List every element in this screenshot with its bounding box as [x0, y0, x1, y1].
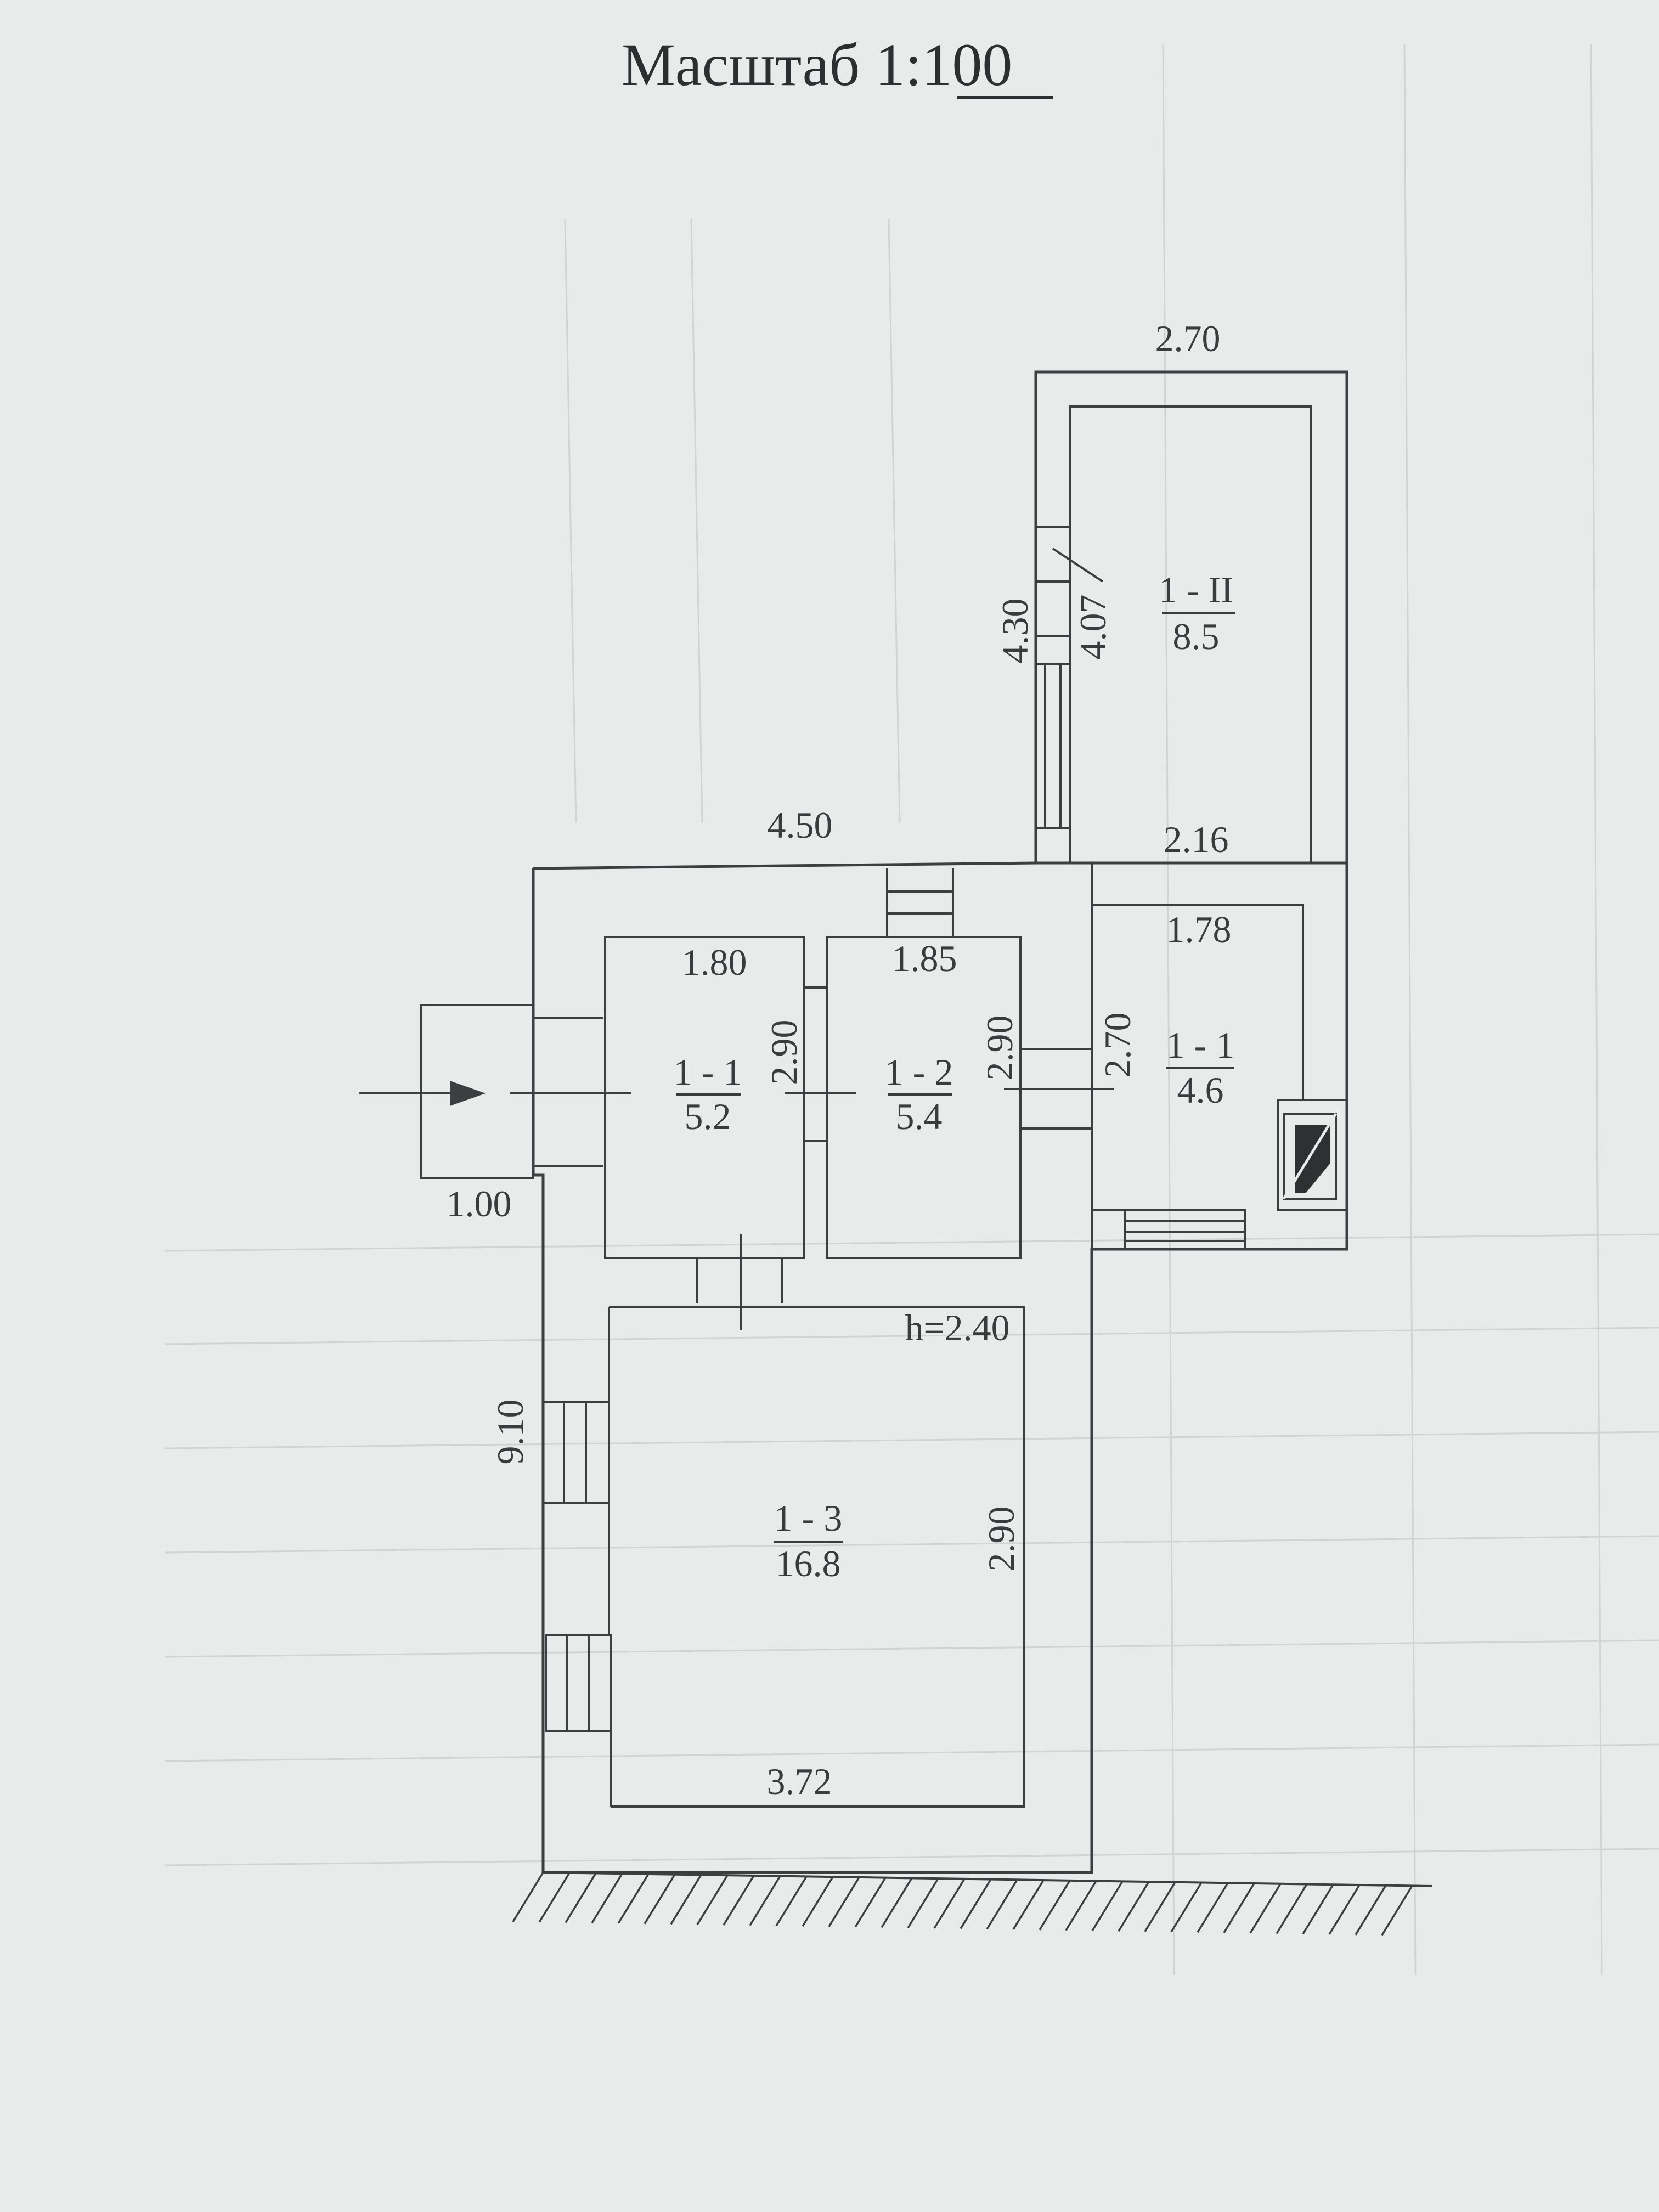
hatch-stroke — [1144, 1881, 1176, 1932]
room-1-2-area: 5.4 — [896, 1096, 943, 1137]
hatch-stroke — [591, 1873, 623, 1924]
hatch-stroke — [538, 1872, 571, 1923]
hatch-stroke — [986, 1879, 1018, 1930]
hatch-stroke — [1012, 1880, 1045, 1930]
scale-title: Масштаб 1:100 — [622, 31, 1012, 98]
room-1-3-area: 16.8 — [776, 1543, 841, 1584]
hatch-stroke — [1091, 1881, 1124, 1932]
annex-window — [1036, 526, 1104, 830]
background-grid — [164, 43, 1659, 1976]
dim-annex-width: 2.70 — [1155, 318, 1221, 359]
room-1-1-right-area: 4.6 — [1177, 1069, 1224, 1111]
dim-room-1-2-width: 1.85 — [892, 938, 957, 979]
dim-annex-inner-width: 2.16 — [1164, 819, 1229, 860]
hatch-stroke — [1197, 1882, 1229, 1933]
dim-room-1-1-right-width: 1.78 — [1166, 909, 1232, 950]
hatch-stroke — [1328, 1884, 1361, 1935]
dim-porch-width: 1.00 — [447, 1183, 512, 1224]
hatch-stroke — [802, 1876, 834, 1927]
hatch-stroke — [960, 1878, 992, 1929]
room-1-II-area: 8.5 — [1173, 616, 1220, 657]
hatch-stroke — [907, 1878, 939, 1929]
hatch-stroke — [1276, 1883, 1308, 1934]
hatch-stroke — [1118, 1881, 1150, 1932]
room-1-1-right — [1092, 904, 1304, 1100]
hatch-stroke — [1039, 1880, 1071, 1931]
hatch-stroke — [749, 1875, 781, 1926]
dim-main-width: 4.50 — [768, 804, 833, 846]
entrance-arrow-icon — [359, 1081, 631, 1106]
dim-room-1-2-height: 2.90 — [979, 1015, 1020, 1081]
hatch-stroke — [565, 1872, 597, 1923]
room-1-1-right-id: 1 - 1 — [1166, 1024, 1235, 1066]
dim-total-length: 9.10 — [489, 1400, 531, 1465]
hatch-stroke — [696, 1875, 729, 1926]
hatch-stroke — [933, 1878, 966, 1929]
hatch-stroke — [644, 1874, 676, 1925]
window-1-3-lower — [545, 1634, 612, 1732]
hatch-stroke — [854, 1877, 887, 1928]
ground-hatch-lines — [512, 1872, 1413, 1936]
hatch-stroke — [617, 1874, 650, 1924]
room-1-1-left — [604, 936, 805, 1259]
stove-icon — [1295, 1125, 1330, 1193]
dim-room-1-3-width: 3.72 — [767, 1760, 832, 1802]
dim-ceiling-height: h=2.40 — [905, 1307, 1009, 1348]
hatch-stroke — [1302, 1884, 1334, 1935]
house-top-wall — [533, 861, 1036, 870]
room-1-2-id: 1 - 2 — [885, 1051, 953, 1093]
window-1-3-upper — [542, 1401, 610, 1504]
hatch-stroke — [775, 1876, 808, 1927]
door-1-2-top — [886, 868, 954, 937]
right-entrance-steps — [1124, 1210, 1246, 1249]
room-1-1-left-area: 5.2 — [685, 1096, 731, 1137]
ground-hatch — [543, 1871, 1432, 1887]
house-outer-wall — [532, 861, 1348, 1874]
hatch-stroke — [512, 1872, 544, 1922]
hatch-stroke — [1170, 1882, 1203, 1933]
hatch-stroke — [828, 1876, 860, 1927]
door-1-1-to-1-3 — [696, 1234, 783, 1330]
room-1-3-id: 1 - 3 — [774, 1497, 843, 1539]
stove — [1277, 1099, 1348, 1211]
room-1-1-left-id: 1 - 1 — [674, 1051, 742, 1093]
dim-room-1-3-height: 2.90 — [980, 1506, 1022, 1572]
hatch-stroke — [1381, 1885, 1413, 1936]
room-1-3 — [609, 1306, 1025, 1808]
room-1-II-id: 1 - II — [1159, 569, 1233, 611]
dim-annex-inner-height: 4.07 — [1072, 595, 1114, 660]
hatch-stroke — [1355, 1884, 1387, 1936]
dim-room-1-1-right-height: 2.70 — [1097, 1013, 1138, 1078]
dim-room-1-1-height: 2.90 — [763, 1020, 805, 1085]
dim-annex-outer-height: 4.30 — [994, 599, 1036, 664]
hatch-stroke — [881, 1877, 913, 1928]
room-1-2 — [826, 936, 1022, 1259]
hatch-stroke — [723, 1875, 755, 1926]
hatch-stroke — [670, 1874, 702, 1925]
hatch-stroke — [1249, 1883, 1282, 1934]
hatch-stroke — [1223, 1883, 1255, 1933]
porch — [420, 1004, 534, 1179]
hatch-stroke — [1065, 1880, 1097, 1931]
dim-room-1-1-width: 1.80 — [682, 941, 747, 983]
